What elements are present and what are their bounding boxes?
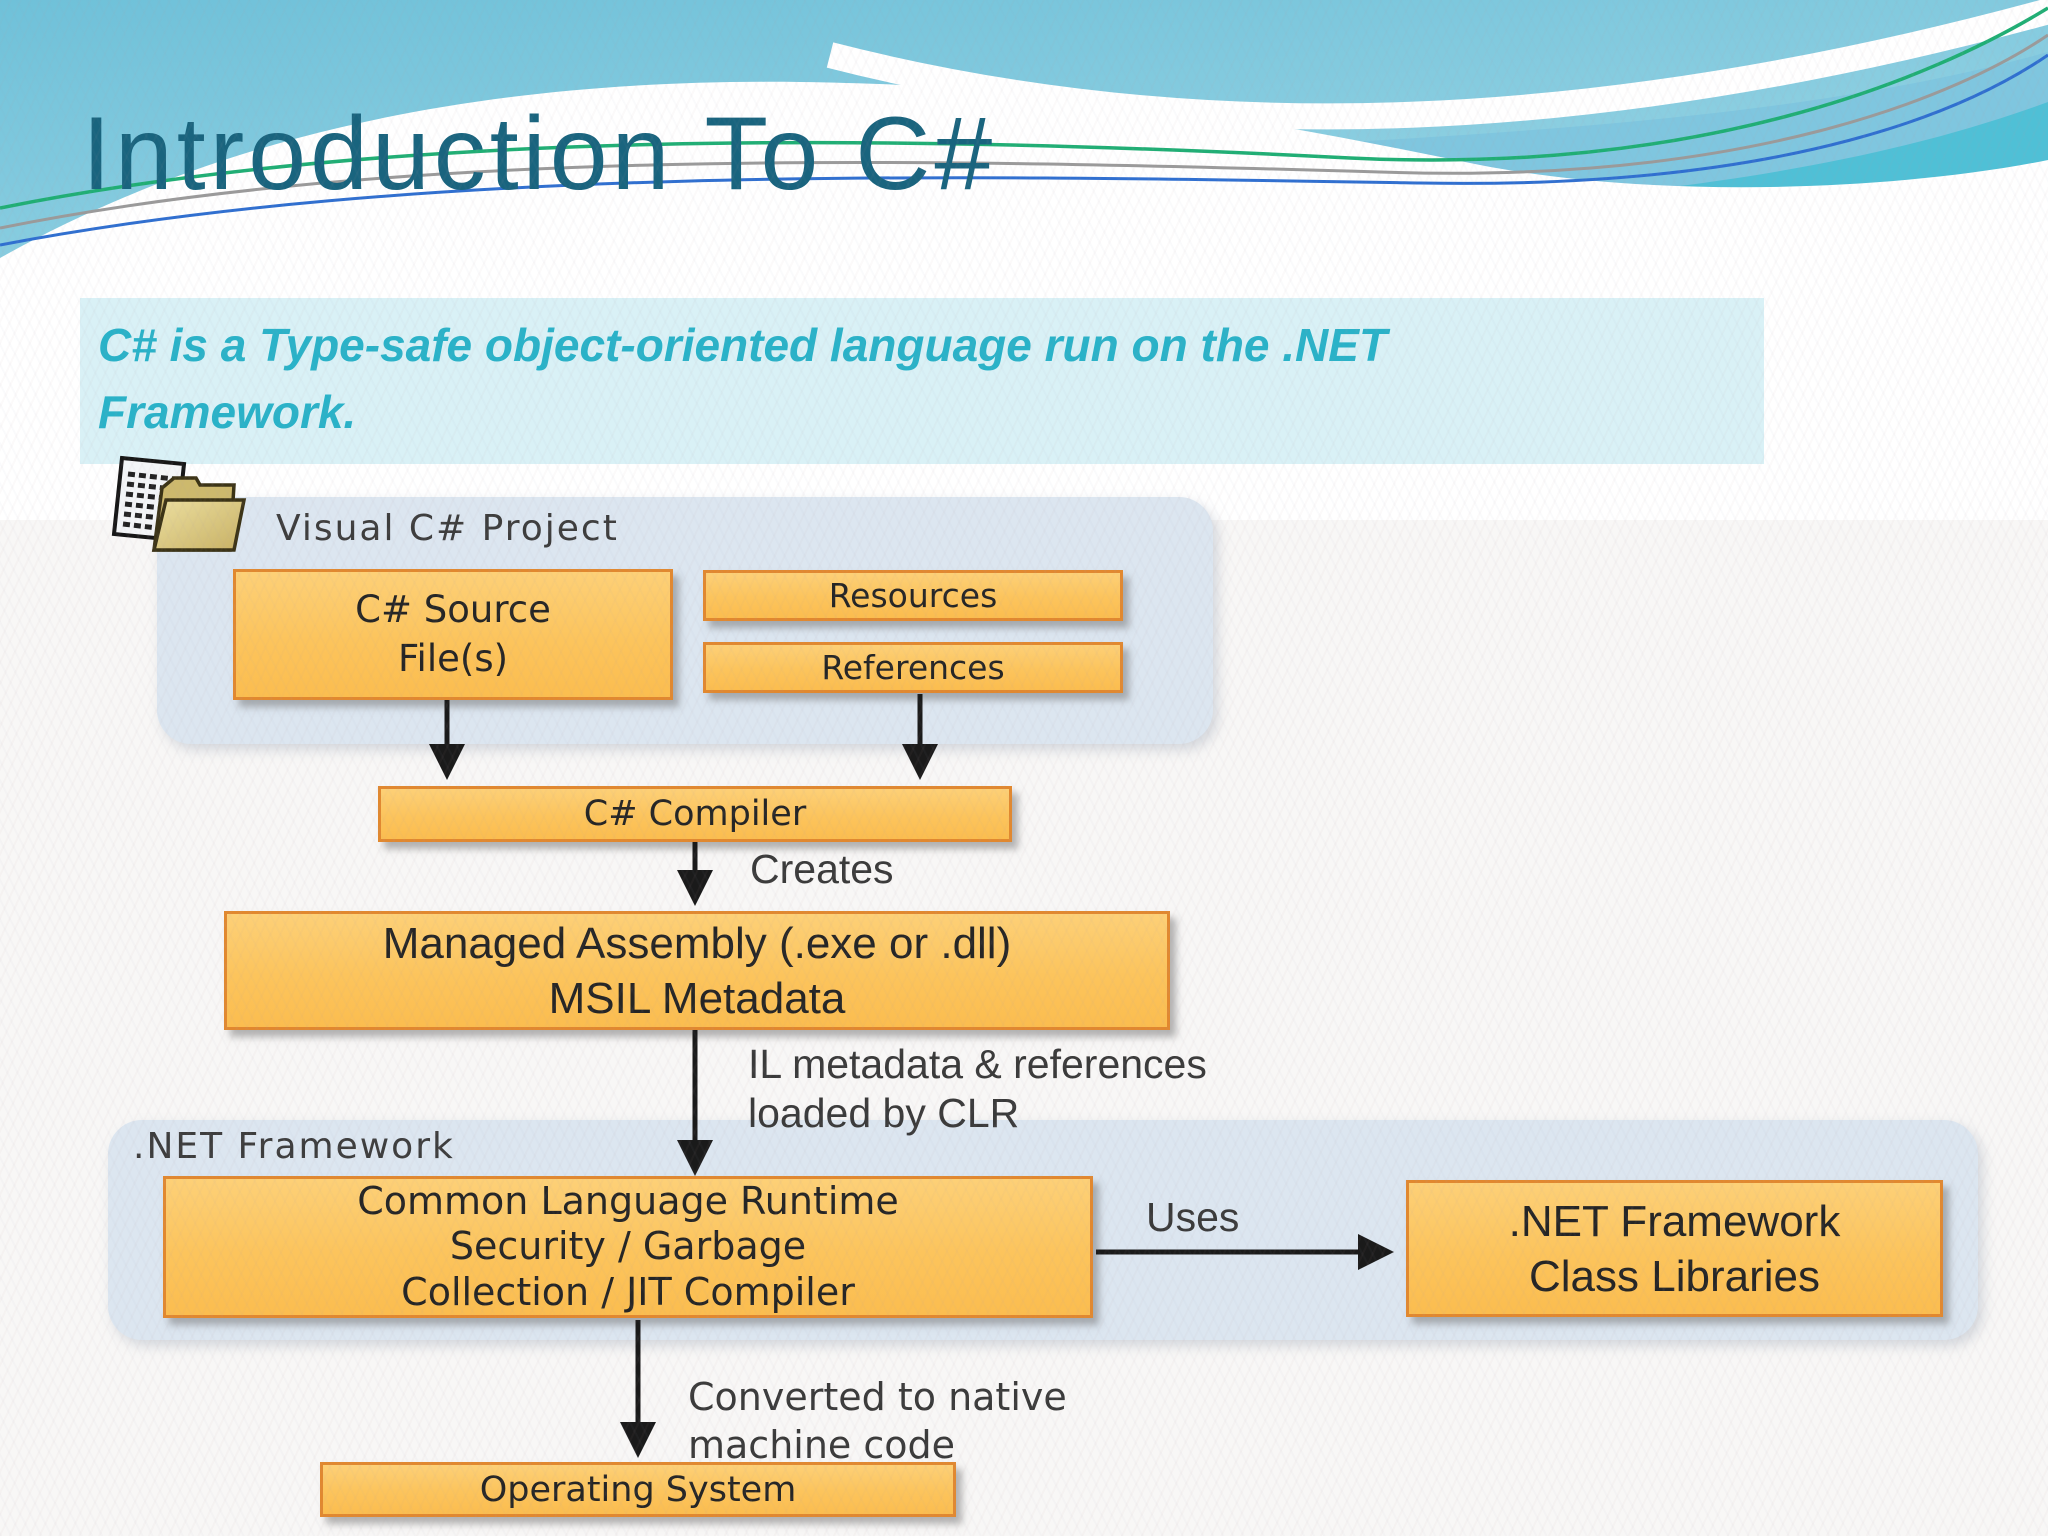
curve-line-gray [0,33,2048,230]
visual-csharp-project-label: Visual C# Project [276,508,619,549]
dotnet-framework-label: .NET Framework [133,1126,455,1167]
clr-box-line-2: Security / Garbage [449,1224,807,1269]
converted-line-1: Converted to native [688,1375,1067,1419]
page-title: Introduction To C# [82,96,997,212]
il-metadata-line-1: IL metadata & references [748,1041,1207,1087]
references-box-label: References [821,648,1005,687]
class-libraries-line-2: Class Libraries [1529,1251,1820,1301]
source-box-line-2: File(s) [397,636,509,680]
subtitle-line-1: C# is a Type-safe object-oriented langua… [98,319,1388,371]
arrow-clr-to-os [620,1320,656,1458]
clr-box-line-3: Collection / JIT Compiler [401,1269,855,1314]
creates-label: Creates [750,846,894,892]
references-box: References [703,642,1123,693]
common-language-runtime-box: Common Language Runtime Security / Garba… [163,1176,1093,1318]
assembly-box-line-1: Managed Assembly (.exe or .dll) [382,918,1012,968]
subtitle-panel: C# is a Type-safe object-oriented langua… [80,298,1764,464]
managed-assembly-box: Managed Assembly (.exe or .dll) MSIL Met… [224,911,1170,1030]
operating-system-label: Operating System [479,1469,797,1510]
csharp-source-files-box: C# Source File(s) [233,569,673,700]
project-files-icon [111,455,247,552]
converted-line-2: machine code [688,1422,956,1467]
il-metadata-label: IL metadata & references loaded by CLR [748,1040,1207,1138]
class-libraries-line-1: .NET Framework [1508,1196,1841,1246]
converted-to-native-label: Converted to native machine code [688,1374,1067,1469]
operating-system-box: Operating System [320,1462,956,1517]
arrow-compiler-to-assembly [677,842,713,906]
wave-white-ribbon [826,0,2048,130]
curve-line-blue [0,53,2048,247]
folder-icon [151,476,247,552]
subtitle-line-2: Framework. [98,385,357,438]
uses-label: Uses [1146,1194,1240,1240]
class-libraries-box: .NET Framework Class Libraries [1406,1180,1943,1317]
resources-box-label: Resources [828,576,998,615]
source-box-line-1: C# Source [355,588,551,632]
assembly-box-line-2: MSIL Metadata [548,973,846,1023]
resources-box: Resources [703,570,1123,621]
compiler-box-label: C# Compiler [583,794,807,834]
csharp-compiler-box: C# Compiler [378,786,1012,842]
il-metadata-line-2: loaded by CLR [748,1090,1020,1137]
curve-line-green [0,6,2048,210]
clr-box-line-1: Common Language Runtime [357,1178,899,1223]
